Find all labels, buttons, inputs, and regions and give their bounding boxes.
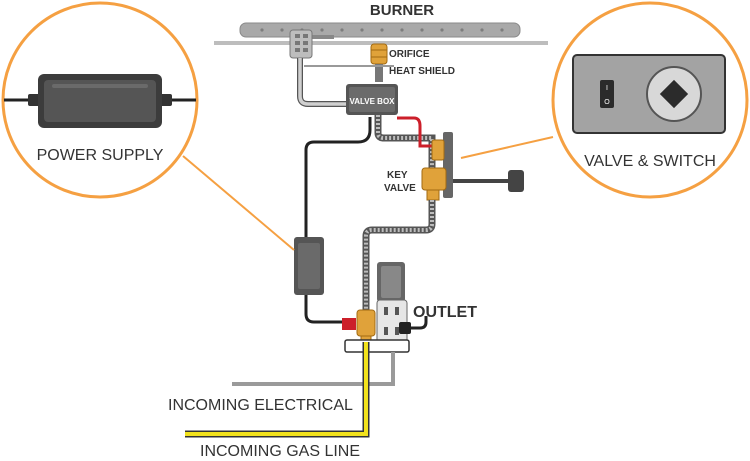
callout-line-power-supply: [182, 155, 295, 251]
valve-box-icon: [346, 84, 398, 115]
incoming-electrical-line: [232, 352, 395, 386]
valve-switch-label: VALVE & SWITCH: [584, 153, 716, 170]
flex-conduit-upper: [374, 115, 436, 170]
rocker-switch-icon: [600, 80, 614, 108]
outlet-icon: [376, 262, 411, 345]
switch-on-mark: I: [606, 85, 608, 92]
power-supply-cord: [304, 295, 344, 324]
power-supply-label: POWER SUPPLY: [37, 147, 164, 164]
switch-off-mark: O: [604, 99, 610, 106]
black-wire-valve-to-power: [304, 117, 372, 240]
heat-shield-label: HEAT SHIELD: [389, 66, 455, 77]
burner-label: BURNER: [370, 2, 434, 19]
power-supply-icon: [4, 74, 196, 128]
key-valve-label-2: VALVE: [384, 183, 416, 194]
valve-box-label: VALVE BOX: [349, 97, 395, 106]
burner-icon: [214, 22, 548, 45]
callout-line-valve-switch: [460, 136, 554, 159]
gas-shutoff-valve-icon: [356, 309, 376, 343]
outlet-label: OUTLET: [413, 304, 477, 321]
power-supply-box-icon: [294, 237, 324, 295]
valve-switch-icon: [572, 54, 726, 134]
key-valve-label-1: KEY: [387, 170, 408, 181]
red-wire: [397, 116, 434, 148]
incoming-gas-line: [185, 342, 370, 438]
incoming-electrical-label: INCOMING ELECTRICAL: [168, 397, 353, 414]
pilot-assembly-icon: [289, 29, 346, 107]
key-valve-icon: [421, 132, 524, 201]
orifice-label: ORIFICE: [389, 49, 430, 60]
orifice-icon: [370, 43, 388, 82]
heat-shield-icon: [304, 65, 394, 67]
incoming-gas-line-label: INCOMING GAS LINE: [200, 443, 360, 460]
